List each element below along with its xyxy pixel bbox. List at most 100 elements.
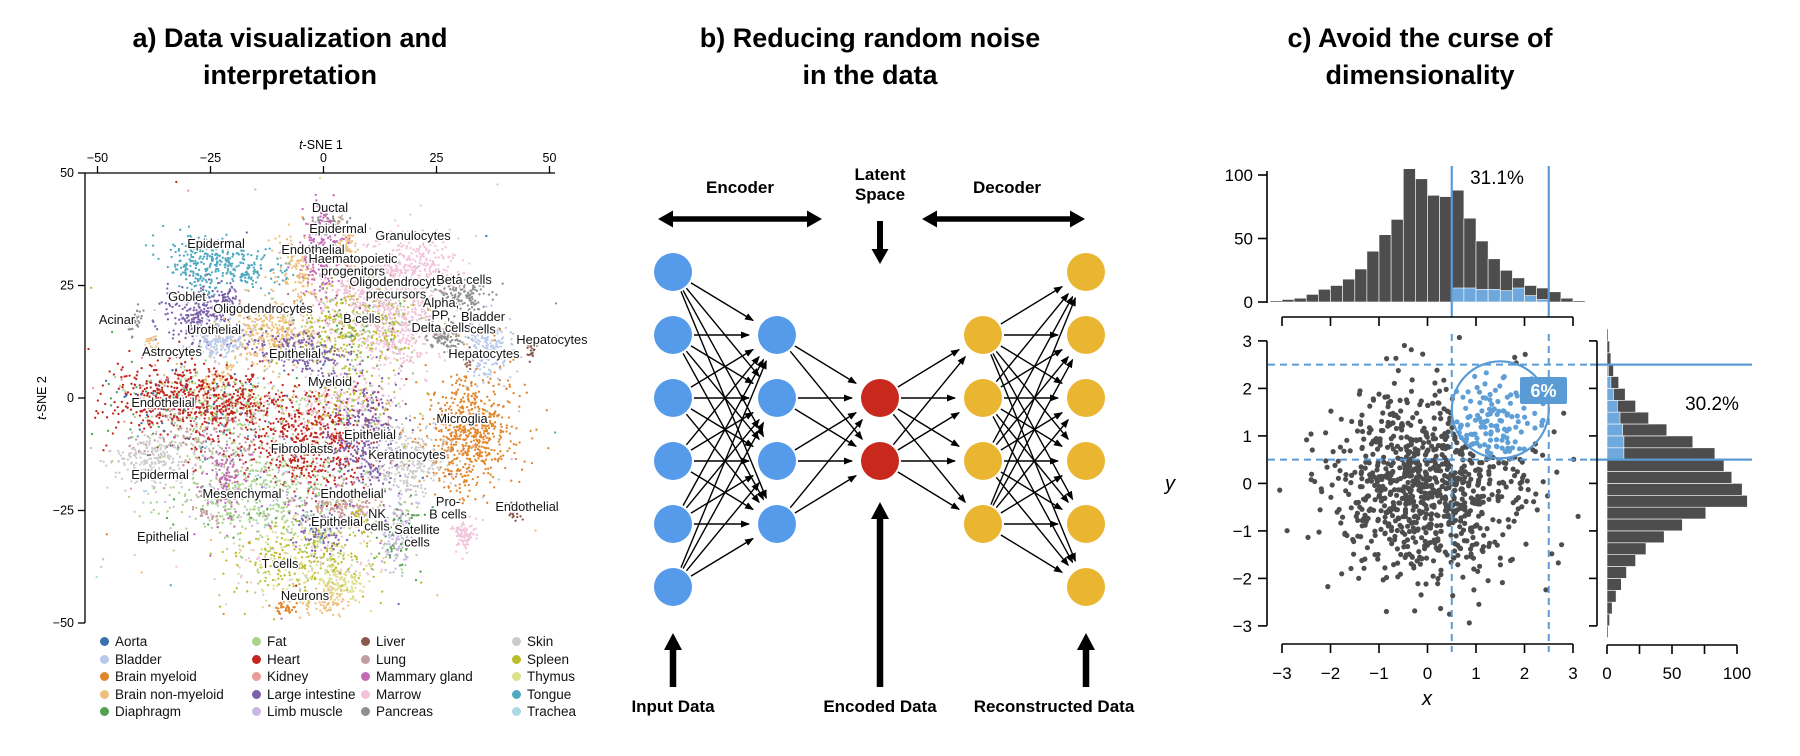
color-swatch-icon (252, 689, 261, 699)
color-swatch-icon (512, 689, 521, 699)
tsne-cluster-points (87, 176, 558, 621)
cluster-label: Endothelial (495, 499, 558, 514)
cluster-label: Beta cells (436, 272, 491, 287)
legend-item: Spleen (512, 650, 569, 668)
cluster-label: Goblet (168, 289, 206, 304)
cluster-label: cells (470, 322, 496, 337)
network-nodes (654, 253, 1105, 606)
cluster-label: Hepatocytes (448, 346, 519, 361)
panel-c-title-line2: dimensionality (1325, 60, 1515, 90)
y-axis-title: y (1163, 473, 1176, 495)
input-data-label: Input Data (631, 697, 715, 716)
color-swatch-icon (100, 636, 109, 646)
network-node-hidden (758, 442, 796, 480)
legend-label: Lung (376, 651, 407, 667)
network-edges (680, 282, 1077, 577)
network-node-hidden (964, 505, 1002, 543)
network-node-hidden (964, 442, 1002, 480)
legend-item: Kidney (252, 667, 308, 685)
cluster-label: Oligodendrocytes (213, 301, 313, 316)
panel-a-title-line1: a) Data visualization and (132, 23, 448, 53)
cluster-label: Alpha, (423, 295, 459, 310)
legend-item: Heart (252, 650, 300, 668)
network-node-hidden (758, 316, 796, 354)
encoder-label: Encoder (706, 178, 774, 197)
legend-label: Pancreas (376, 703, 434, 719)
network-node-input (654, 253, 692, 291)
cluster-label: precursors (366, 287, 426, 302)
x-band-pct-label: 31.1% (1470, 168, 1524, 189)
legend-label: Tongue (527, 686, 572, 702)
panel-b-title-line1: b) Reducing random noise (699, 23, 1041, 53)
cluster-label: Keratinocytes (368, 447, 446, 462)
latent-label: Space (855, 185, 905, 204)
cluster-label: Granulocytes (375, 228, 450, 243)
legend-label: Kidney (267, 668, 309, 684)
legend-label: Trachea (527, 703, 577, 719)
color-swatch-icon (512, 671, 521, 681)
cluster-label: Epithelial (311, 514, 363, 529)
network-node-latent (861, 442, 899, 480)
network-node-input (654, 505, 692, 543)
legend-item: Lung (361, 650, 406, 668)
color-swatch-icon (100, 689, 109, 699)
cluster-label: Pro- (436, 494, 460, 509)
cluster-label: Delta cells (411, 320, 470, 335)
network-node-output (1067, 442, 1105, 480)
panel-a-title: a) Data visualization and interpretation (65, 20, 515, 94)
network-node-hidden (758, 505, 796, 543)
legend-label: Brain non-myeloid (115, 686, 224, 702)
cluster-label: Astrocytes (142, 344, 202, 359)
legend-item: Marrow (361, 685, 421, 703)
cluster-label: Mesenchymal (203, 486, 282, 501)
section-arrows (658, 210, 1095, 687)
network-node-output (1067, 316, 1105, 354)
cluster-label: Endothelial (131, 395, 194, 410)
legend-item: Bladder (100, 650, 162, 668)
cluster-label: Haematopoietic (309, 251, 399, 266)
panel-c-title-line1: c) Avoid the curse of (1287, 23, 1553, 53)
network-node-hidden (964, 316, 1002, 354)
color-swatch-icon (361, 636, 370, 646)
cluster-label: T cells (262, 556, 299, 571)
latent-label: Latent (855, 165, 906, 184)
panel-c-axes (1258, 171, 1738, 654)
circle-pct-box (1520, 377, 1567, 404)
decoder-label: Decoder (973, 178, 1041, 197)
panel-c-title: c) Avoid the curse of dimensionality (1205, 20, 1635, 94)
color-swatch-icon (512, 706, 521, 716)
legend-item: Aorta (100, 632, 147, 650)
color-swatch-icon (252, 671, 261, 681)
cluster-label: Satellite (394, 522, 440, 537)
legend-label: Mammary gland (376, 668, 473, 684)
cluster-label: Ductal (312, 200, 348, 215)
cluster-label: Hepatocytes (516, 332, 587, 347)
cluster-label: Acinar (99, 312, 136, 327)
legend-item: Trachea (512, 702, 576, 720)
network-node-input (654, 568, 692, 606)
y-band-pct-label: 30.2% (1685, 394, 1739, 415)
color-swatch-icon (252, 706, 261, 716)
network-node-input (654, 442, 692, 480)
color-swatch-icon (512, 654, 521, 664)
legend-label: Skin (527, 633, 554, 649)
legend-label: Bladder (115, 651, 162, 667)
cluster-label: Myeloid (308, 374, 352, 389)
cluster-label: Epithelial (269, 346, 321, 361)
cluster-label: cells (404, 535, 430, 550)
cluster-label: Neurons (281, 588, 329, 603)
cluster-label: Epidermal (309, 221, 367, 236)
legend-item: Brain non-myeloid (100, 685, 224, 703)
x-histogram-bars (1269, 168, 1586, 303)
cluster-label: Epidermal (131, 467, 189, 482)
legend-item: Mammary gland (361, 667, 473, 685)
legend-item: Thymus (512, 667, 575, 685)
cluster-label: Endothelial (320, 486, 383, 501)
cluster-label: PP, (432, 308, 451, 323)
panel-a-title-line2: interpretation (202, 60, 377, 90)
